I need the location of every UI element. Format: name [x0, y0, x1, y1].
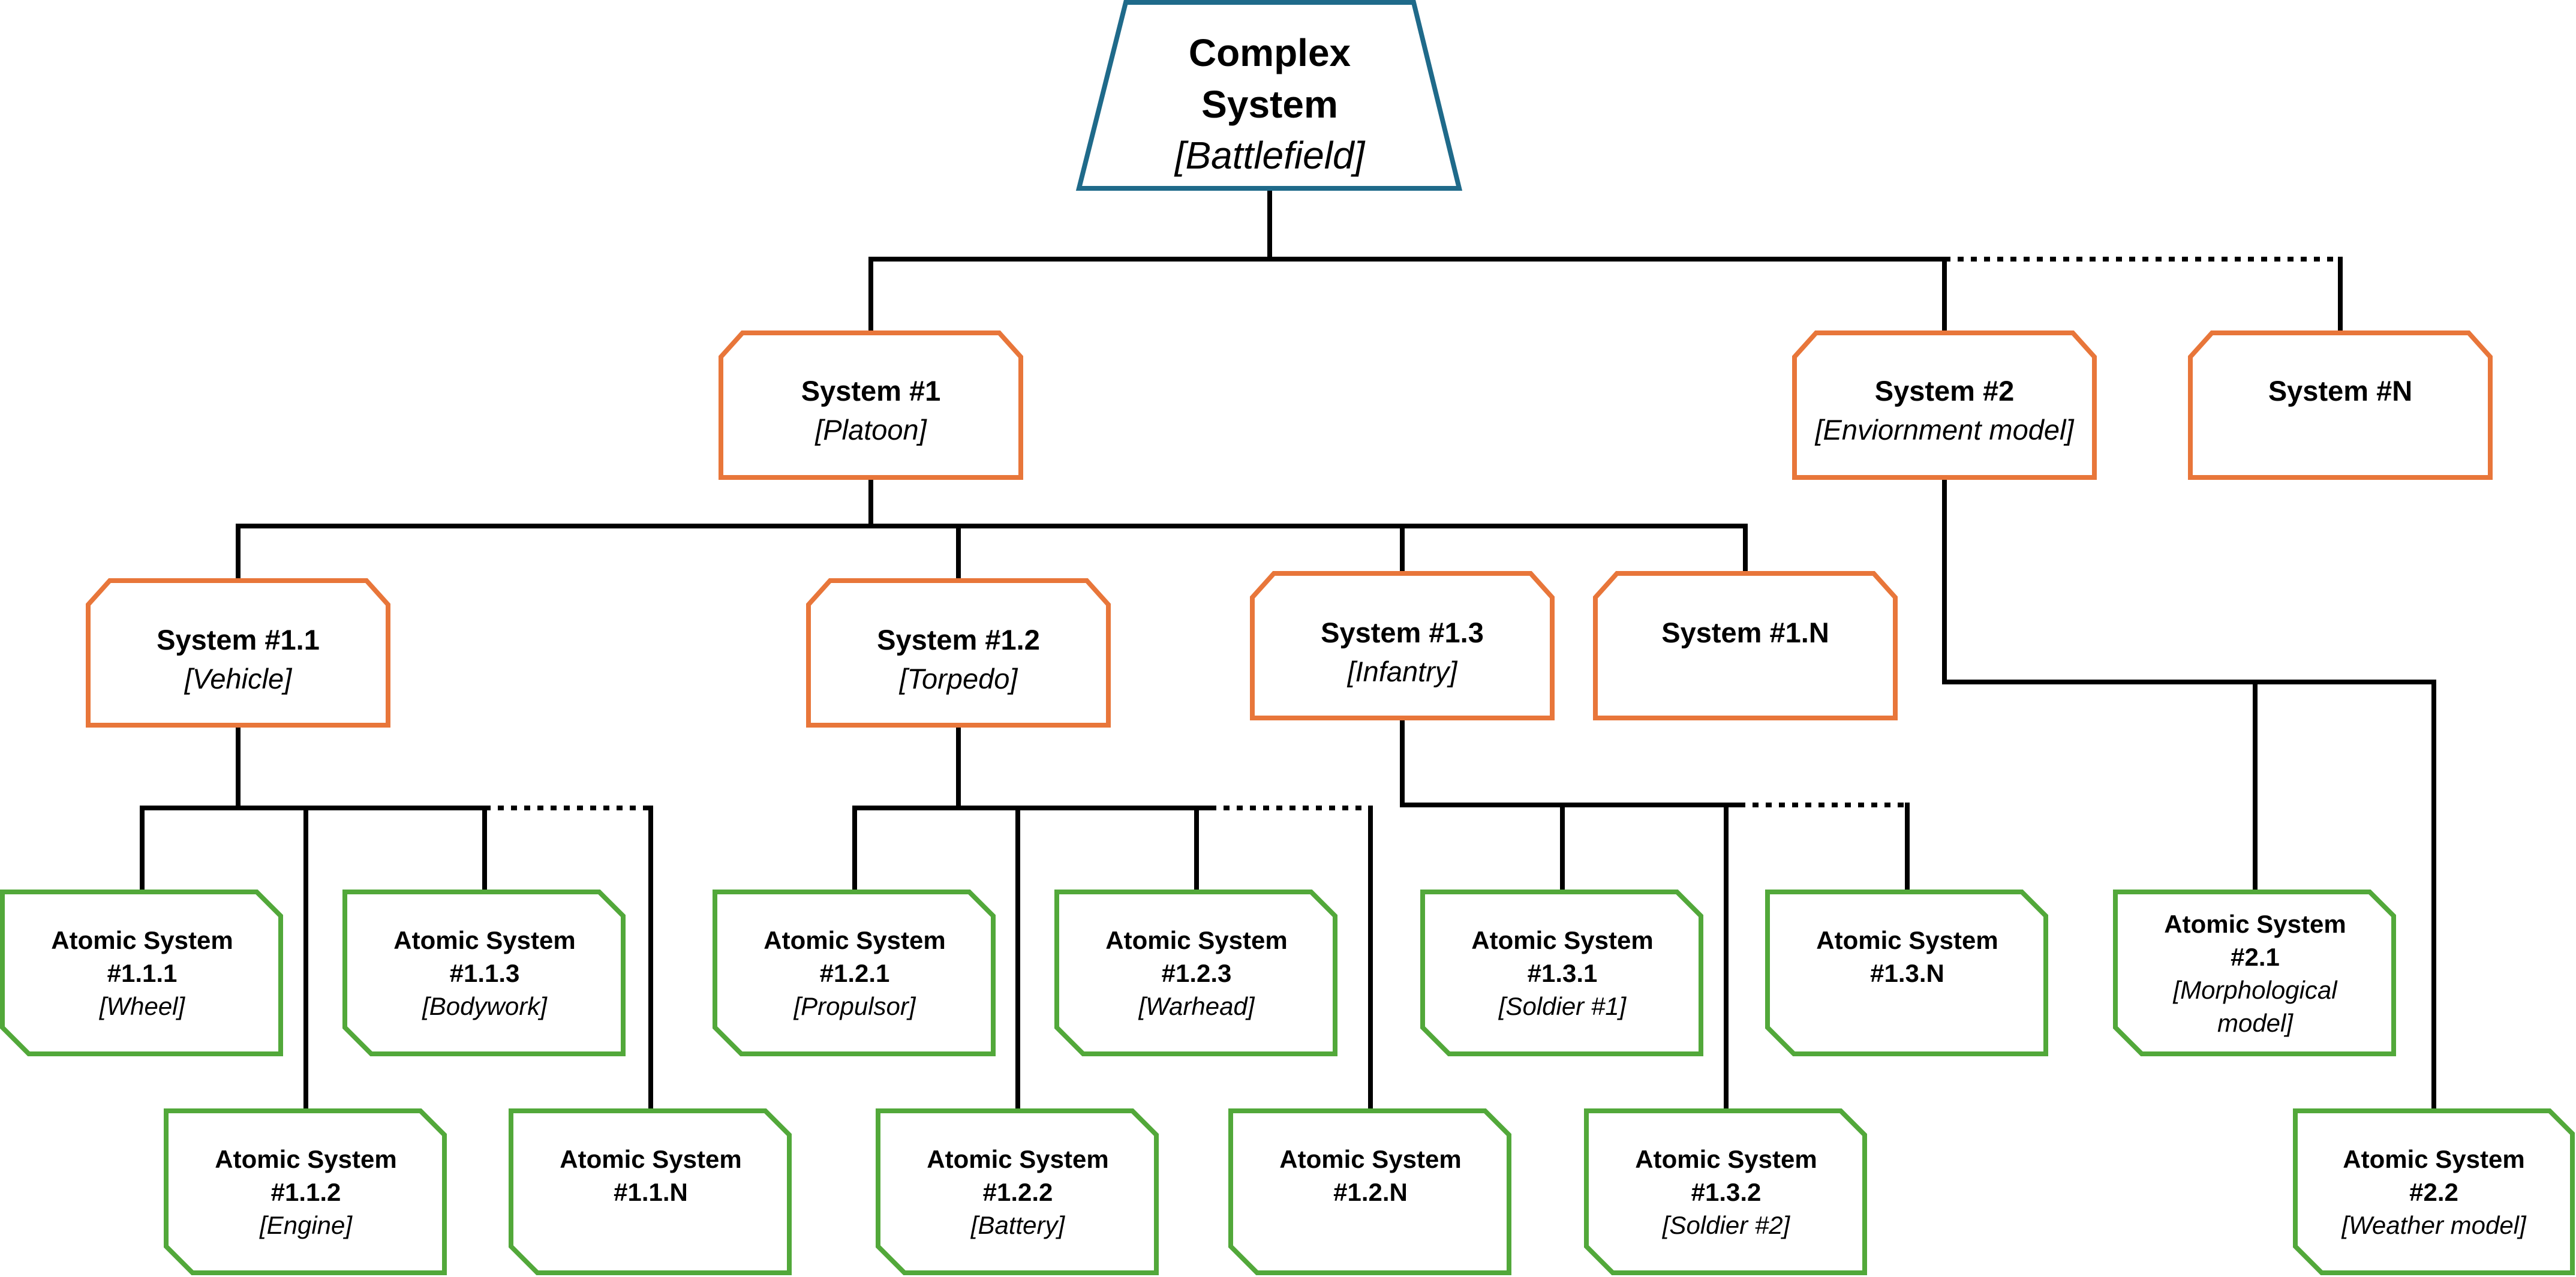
system-1-2-shape — [806, 578, 1111, 728]
atomic-system-1-2-1-shape — [713, 890, 996, 1056]
system-1-3-title: System #1.3 — [1321, 617, 1484, 648]
complex-system-shape — [1075, 0, 1463, 191]
atomic-system-1-3-1-shape — [1420, 890, 1703, 1056]
system-1-n-title: System #1.N — [1661, 617, 1829, 648]
atomic-system-1-2-n-label: Atomic System — [1279, 1145, 1461, 1173]
atomic-system-1-2-1-desc: [Propulsor] — [793, 992, 916, 1020]
atomic-system-1-1-1-shape — [0, 890, 283, 1056]
atomic-system-1-3-n-shape — [1765, 890, 2048, 1056]
system-1-subtitle: [Platoon] — [814, 414, 927, 446]
atomic-system-1-1-n-shape — [509, 1108, 792, 1275]
atomic-system-1-1-1-node: Atomic System #1.1.1 [Wheel] — [0, 890, 283, 1056]
complex-system-title-line1: Complex — [1189, 31, 1351, 74]
complex-system-subtitle: [Battlefield] — [1174, 134, 1366, 177]
atomic-system-1-3-2-id: #1.3.2 — [1691, 1178, 1762, 1206]
atomic-system-1-1-2-shape — [164, 1108, 447, 1275]
atomic-system-1-3-2-node: Atomic System #1.3.2 [Soldier #2] — [1584, 1108, 1867, 1275]
complex-system-node: Complex System [Battlefield] — [1075, 0, 1463, 191]
atomic-system-2-2-node: Atomic System #2.2 [Weather model] — [2293, 1108, 2575, 1275]
atomic-system-1-2-2-label: Atomic System — [927, 1145, 1108, 1173]
atomic-system-2-2-shape — [2293, 1108, 2575, 1275]
atomic-system-1-1-3-shape — [342, 890, 626, 1056]
atomic-system-2-1-label: Atomic System — [2164, 910, 2346, 938]
atomic-system-1-1-2-id: #1.1.2 — [271, 1178, 341, 1206]
system-1-node: System #1 [Platoon] — [719, 330, 1023, 480]
atomic-system-1-2-2-shape — [876, 1108, 1159, 1275]
atomic-system-1-1-2-desc: [Engine] — [259, 1211, 353, 1239]
system-1-1-title: System #1.1 — [157, 624, 320, 656]
atomic-system-2-1-id: #2.1 — [2231, 943, 2280, 971]
atomic-system-2-2-desc: [Weather model] — [2341, 1211, 2527, 1239]
system-1-shape — [719, 330, 1023, 480]
atomic-system-1-3-1-id: #1.3.1 — [1528, 959, 1598, 987]
atomic-system-1-2-3-id: #1.2.3 — [1162, 959, 1232, 987]
atomic-system-1-3-n-id: #1.3.N — [1870, 959, 1944, 987]
atomic-system-1-3-2-label: Atomic System — [1635, 1145, 1817, 1173]
complex-system-title-line2: System — [1201, 83, 1338, 126]
atomic-system-1-2-3-node: Atomic System #1.2.3 [Warhead] — [1054, 890, 1337, 1056]
system-2-node: System #2 [Enviornment model] — [1792, 330, 2097, 480]
atomic-system-1-1-1-label: Atomic System — [51, 926, 233, 954]
atomic-system-1-2-2-id: #1.2.2 — [983, 1178, 1053, 1206]
atomic-system-1-2-2-node: Atomic System #1.2.2 [Battery] — [876, 1108, 1159, 1275]
atomic-system-1-3-n-node: Atomic System #1.3.N — [1765, 890, 2048, 1056]
atomic-system-1-1-1-desc: [Wheel] — [99, 992, 186, 1020]
system-1-1-node: System #1.1 [Vehicle] — [86, 578, 390, 728]
connectors — [140, 188, 2436, 1113]
atomic-system-2-1-shape — [2113, 890, 2396, 1056]
atomic-system-1-1-3-desc: [Bodywork] — [422, 992, 548, 1020]
system-1-1-shape — [86, 578, 390, 728]
system-1-title: System #1 — [801, 375, 941, 407]
atomic-system-1-3-1-desc: [Soldier #1] — [1498, 992, 1627, 1020]
atomic-system-1-3-2-shape — [1584, 1108, 1867, 1275]
atomic-system-1-2-n-node: Atomic System #1.2.N — [1228, 1108, 1511, 1275]
atomic-system-1-2-n-id: #1.2.N — [1333, 1178, 1408, 1206]
atomic-system-1-2-1-label: Atomic System — [764, 926, 945, 954]
system-1-3-node: System #1.3 [Infantry] — [1250, 571, 1555, 720]
system-1-2-node: System #1.2 [Torpedo] — [806, 578, 1111, 728]
atomic-system-2-1-node: Atomic System #2.1 [Morphological model] — [2113, 890, 2396, 1056]
atomic-system-1-2-2-desc: [Battery] — [970, 1211, 1066, 1239]
atomic-system-1-1-3-label: Atomic System — [393, 926, 575, 954]
system-n-shape — [2188, 330, 2493, 480]
atomic-system-2-2-id: #2.2 — [2409, 1178, 2458, 1206]
system-1-n-node: System #1.N — [1593, 571, 1898, 720]
system-1-1-subtitle: [Vehicle] — [184, 663, 292, 695]
atomic-system-1-3-1-label: Atomic System — [1471, 926, 1653, 954]
system-1-3-subtitle: [Infantry] — [1347, 656, 1458, 687]
atomic-system-1-3-2-desc: [Soldier #2] — [1662, 1211, 1791, 1239]
atomic-system-1-2-n-shape — [1228, 1108, 1511, 1275]
atomic-system-1-2-1-id: #1.2.1 — [820, 959, 890, 987]
atomic-system-1-1-n-id: #1.1.N — [614, 1178, 688, 1206]
atomic-system-1-1-2-node: Atomic System #1.1.2 [Engine] — [164, 1108, 447, 1275]
atomic-system-1-1-1-id: #1.1.1 — [107, 959, 178, 987]
system-1-n-shape — [1593, 571, 1898, 720]
atomic-system-1-1-n-node: Atomic System #1.1.N — [509, 1108, 792, 1275]
atomic-system-1-2-3-shape — [1054, 890, 1337, 1056]
atomic-system-2-1-desc-line2: model] — [2217, 1009, 2294, 1037]
atomic-system-1-3-n-label: Atomic System — [1816, 926, 1998, 954]
system-2-subtitle: [Enviornment model] — [1814, 414, 2074, 446]
atomic-system-2-2-label: Atomic System — [2343, 1145, 2524, 1173]
system-2-title: System #2 — [1875, 375, 2015, 407]
system-1-2-subtitle: [Torpedo] — [899, 663, 1018, 695]
atomic-system-1-2-3-label: Atomic System — [1105, 926, 1287, 954]
atomic-system-1-2-1-node: Atomic System #1.2.1 [Propulsor] — [713, 890, 996, 1056]
atomic-system-1-2-3-desc: [Warhead] — [1138, 992, 1255, 1020]
system-1-3-shape — [1250, 571, 1555, 720]
atomic-system-1-1-n-label: Atomic System — [560, 1145, 741, 1173]
system-n-title: System #N — [2268, 375, 2412, 407]
system-n-node: System #N — [2188, 330, 2493, 480]
system-1-2-title: System #1.2 — [877, 624, 1040, 656]
atomic-system-1-1-3-node: Atomic System #1.1.3 [Bodywork] — [342, 890, 626, 1056]
atomic-system-2-1-desc-line1: [Morphological — [2172, 976, 2338, 1004]
atomic-system-1-3-1-node: Atomic System #1.3.1 [Soldier #1] — [1420, 890, 1703, 1056]
atomic-system-1-1-2-label: Atomic System — [215, 1145, 396, 1173]
system-2-shape — [1792, 330, 2097, 480]
atomic-system-1-1-3-id: #1.1.3 — [450, 959, 520, 987]
